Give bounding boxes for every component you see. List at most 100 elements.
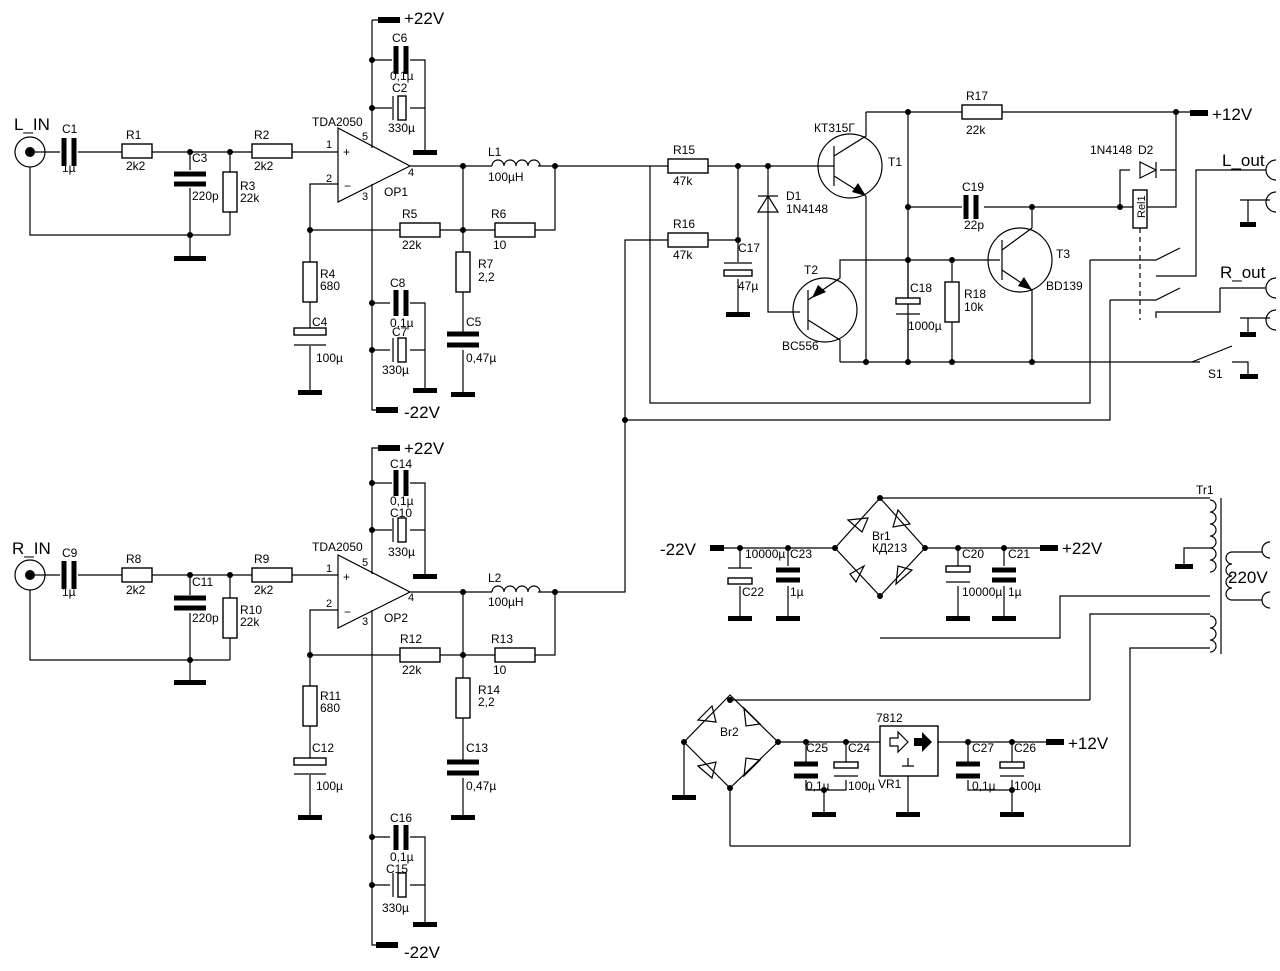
rail-pos22-label-3: +22V (1062, 539, 1103, 558)
r2-val: 2k2 (254, 159, 274, 173)
ground-symbol (1000, 812, 1024, 817)
c19-val: 22p (964, 218, 984, 232)
rail-pos22-label-2: +22V (404, 439, 445, 458)
capacitor-c27 (956, 761, 980, 779)
c17-val: 47µ (738, 279, 758, 293)
r-out-connector[interactable] (1220, 277, 1277, 337)
c15-val: 330µ (382, 901, 409, 915)
resistor-r17 (961, 104, 1003, 120)
l-out-label: L_out (1222, 151, 1265, 170)
r-in-label: R_IN (12, 539, 51, 558)
r11-val: 680 (320, 701, 340, 715)
c24-ref: C24 (848, 741, 870, 755)
channel-right: R_IN C9 1µ R8 2k2 C11 220p R10 22k R9 2k… (12, 439, 558, 962)
r14-ref: R14 (478, 683, 500, 697)
s1-ref[interactable]: S1 (1208, 367, 1223, 381)
vr1-part: 7812 (876, 711, 903, 725)
t3-ref: T3 (1056, 247, 1070, 261)
svg-text:−: − (344, 605, 351, 619)
capacitor-c10 (392, 517, 407, 543)
capacitor-c5 (447, 331, 479, 348)
op1-pin4: 4 (408, 167, 414, 179)
rail-neg22-label-3: -22V (660, 540, 697, 559)
opamp-op2: +− (337, 554, 412, 629)
vr1-ref: VR1 (878, 777, 902, 791)
r7-ref: R7 (478, 257, 494, 271)
transistor-t3 (987, 227, 1053, 362)
t1-ref: T1 (888, 155, 902, 169)
tr1-ref: Tr1 (1196, 483, 1214, 497)
c9-ref: C9 (62, 546, 78, 560)
c7-ref: C7 (392, 325, 408, 339)
rail-pos22-label-1: +22V (404, 9, 445, 28)
inductor-l2 (491, 585, 541, 593)
r14-val: 2,2 (478, 695, 495, 709)
r3-val: 22k (240, 191, 260, 205)
c10-ref: C10 (390, 506, 412, 520)
ground-symbol (726, 312, 750, 317)
op1-pin2: 2 (326, 173, 332, 185)
l-out-connector[interactable] (1220, 159, 1277, 227)
rail-neg22-label-1: -22V (404, 403, 441, 422)
r13-ref: R13 (491, 632, 513, 646)
resistor-r10 (222, 597, 238, 639)
c5-ref: C5 (466, 315, 482, 329)
c19-ref: C19 (962, 180, 984, 194)
c4-ref: C4 (312, 315, 328, 329)
ground-symbol (413, 922, 437, 927)
c14-val: 0,1µ (390, 494, 414, 508)
capacitor-c23 (776, 567, 800, 583)
rail-pos12-mark (1190, 110, 1208, 116)
c12-val: 100µ (316, 779, 343, 793)
ground-symbol (174, 256, 206, 261)
r17-ref: R17 (966, 89, 988, 103)
rail-neg22-label-2: -22V (404, 943, 441, 962)
capacitor-c15 (392, 872, 407, 898)
c4-val: 100µ (316, 351, 343, 365)
diode-d2 (1139, 161, 1158, 179)
relay-rel1 (1132, 189, 1148, 320)
resistor-r2 (251, 143, 293, 159)
c6-val: 0,1µ (390, 69, 414, 83)
resistor-r5 (399, 222, 441, 238)
resistor-r18 (944, 281, 960, 323)
op2-pin4: 4 (408, 592, 414, 604)
rail-pos22-mark (1040, 545, 1058, 551)
c22-ref: C22 (742, 585, 764, 599)
c13-ref: C13 (466, 741, 488, 755)
op1-pin5: 5 (362, 131, 368, 143)
resistor-r8 (121, 567, 153, 583)
resistor-r3 (222, 171, 238, 213)
c3-val: 220p (192, 189, 219, 203)
c7-val: 330µ (382, 363, 409, 377)
r2-ref: R2 (254, 128, 270, 142)
r13-val: 10 (493, 663, 507, 677)
t2-val: BC556 (782, 339, 819, 353)
capacitor-c4 (293, 327, 327, 346)
c6-ref: C6 (392, 31, 408, 45)
rail-neg22-mark (710, 545, 724, 551)
op2-pin2: 2 (326, 598, 332, 610)
capacitor-c1 (61, 138, 77, 166)
c16-val: 0,1µ (390, 850, 414, 864)
ground-symbol (174, 680, 206, 685)
ground-symbol (728, 616, 752, 621)
ground-symbol (298, 390, 322, 395)
r9-ref: R9 (254, 552, 270, 566)
switch-s1-ground (1240, 374, 1258, 379)
c1-ref: C1 (62, 122, 78, 136)
l-in-label: L_IN (14, 115, 50, 134)
ground-symbol (946, 616, 970, 621)
svg-text:+: + (343, 145, 350, 159)
c23-ref: C23 (790, 547, 812, 561)
br1-ref: Br1 (872, 529, 891, 543)
resistor-r7 (455, 251, 471, 293)
transistor-t1 (817, 112, 883, 199)
capacitor-c25 (794, 761, 818, 779)
capacitor-c26 (999, 761, 1025, 777)
l1-ref: L1 (488, 145, 502, 159)
l1-val: 100µH (488, 170, 524, 184)
r18-ref: R18 (964, 287, 986, 301)
r17-val: 22k (966, 123, 986, 137)
capacitor-c22 (727, 567, 753, 585)
